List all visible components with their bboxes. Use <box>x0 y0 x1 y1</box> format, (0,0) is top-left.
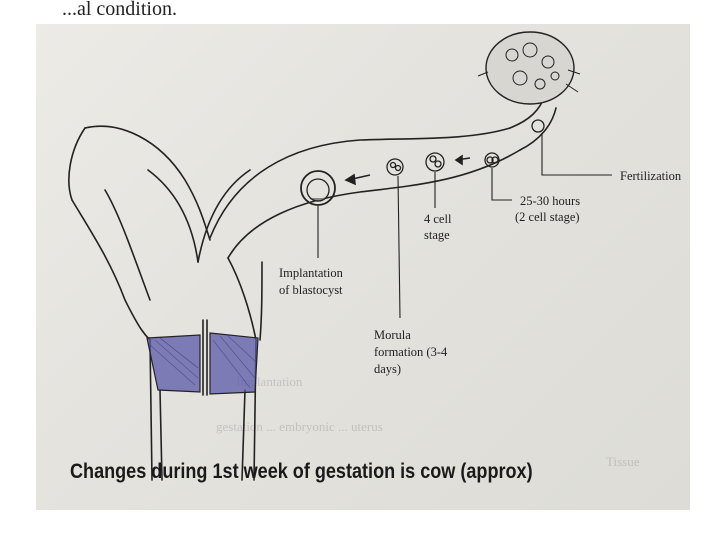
label-four-cell-1: 4 cell <box>424 212 451 226</box>
label-implantation-1: Implantation <box>279 266 343 280</box>
label-morula-3: days) <box>374 362 401 376</box>
label-four-cell-2: stage <box>424 228 450 242</box>
label-morula-1: Morula <box>374 328 411 342</box>
embryo-stages <box>301 120 544 205</box>
label-two-cell-stage: (2 cell stage) <box>515 210 580 224</box>
ovary-drawing <box>478 32 580 104</box>
figure-caption: Changes during 1st week of gestation is … <box>70 460 533 484</box>
label-morula-2: formation (3-4 <box>374 345 447 359</box>
label-two-cell-hours: 25-30 hours <box>520 194 580 208</box>
label-fertilization: Fertilization <box>620 169 681 183</box>
label-implantation-2: of blastocyst <box>279 283 343 297</box>
